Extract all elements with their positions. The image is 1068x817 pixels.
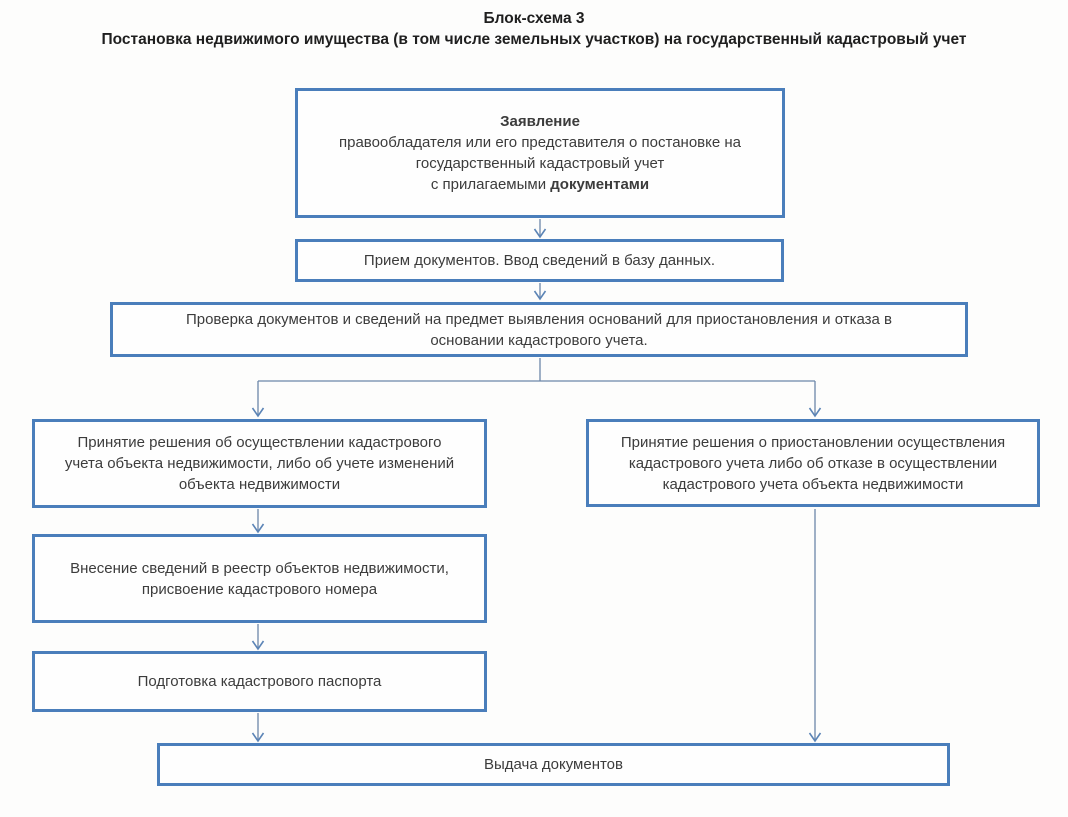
diagram-title: Блок-схема 3 Постановка недвижимого имущ…: [0, 8, 1068, 50]
arrow-passport-to-issue: [251, 713, 265, 743]
verification-box-text: Проверка документов и сведений на предме…: [185, 310, 893, 349]
decision-approve-box-text: Принятие решения об осуществлении кадаст…: [64, 434, 455, 493]
diagram-title-line2: Постановка недвижимого имущества (в том …: [101, 31, 967, 48]
diagram-title-line1: Блок-схема 3: [483, 10, 585, 27]
application-box-heading: Заявление: [500, 113, 580, 130]
application-box-line3-normal: с прилагаемыми: [430, 176, 551, 193]
issue-box-text: Выдача документов: [484, 756, 623, 773]
application-box-line1: правообладателя или его представителя о …: [338, 134, 742, 151]
verification-box: Проверка документов и сведений на предме…: [110, 302, 968, 357]
decision-suspend-box-text: Принятие решения о приостановлении осуще…: [620, 433, 1006, 493]
application-box-line3-bold: документами: [550, 176, 650, 193]
arrow-suspend-to-issue: [808, 509, 822, 743]
intake-box-text: Прием документов. Ввод сведений в базу д…: [363, 252, 716, 269]
decision-suspend-box: Принятие решения о приостановлении осуще…: [586, 419, 1040, 507]
arrow-intake-to-verification: [533, 283, 547, 301]
application-box: Заявление правообладателя или его предст…: [295, 88, 785, 218]
application-box-line2: государственный кадастровый учет: [415, 155, 665, 172]
passport-box: Подготовка кадастрового паспорта: [32, 651, 487, 712]
intake-box: Прием документов. Ввод сведений в базу д…: [295, 239, 784, 282]
issue-box: Выдача документов: [157, 743, 950, 786]
registry-entry-box-text: Внесение сведений в реестр объектов недв…: [70, 559, 449, 598]
arrow-approve-to-registry: [251, 509, 265, 534]
arrow-application-to-intake: [533, 219, 547, 239]
arrow-registry-to-passport: [251, 624, 265, 651]
registry-entry-box: Внесение сведений в реестр объектов недв…: [32, 534, 487, 623]
branch-verification-split: [251, 358, 822, 418]
passport-box-text: Подготовка кадастрового паспорта: [137, 673, 382, 690]
application-box-line3: с прилагаемыми документами: [431, 174, 649, 195]
decision-approve-box: Принятие решения об осуществлении кадаст…: [32, 419, 487, 508]
